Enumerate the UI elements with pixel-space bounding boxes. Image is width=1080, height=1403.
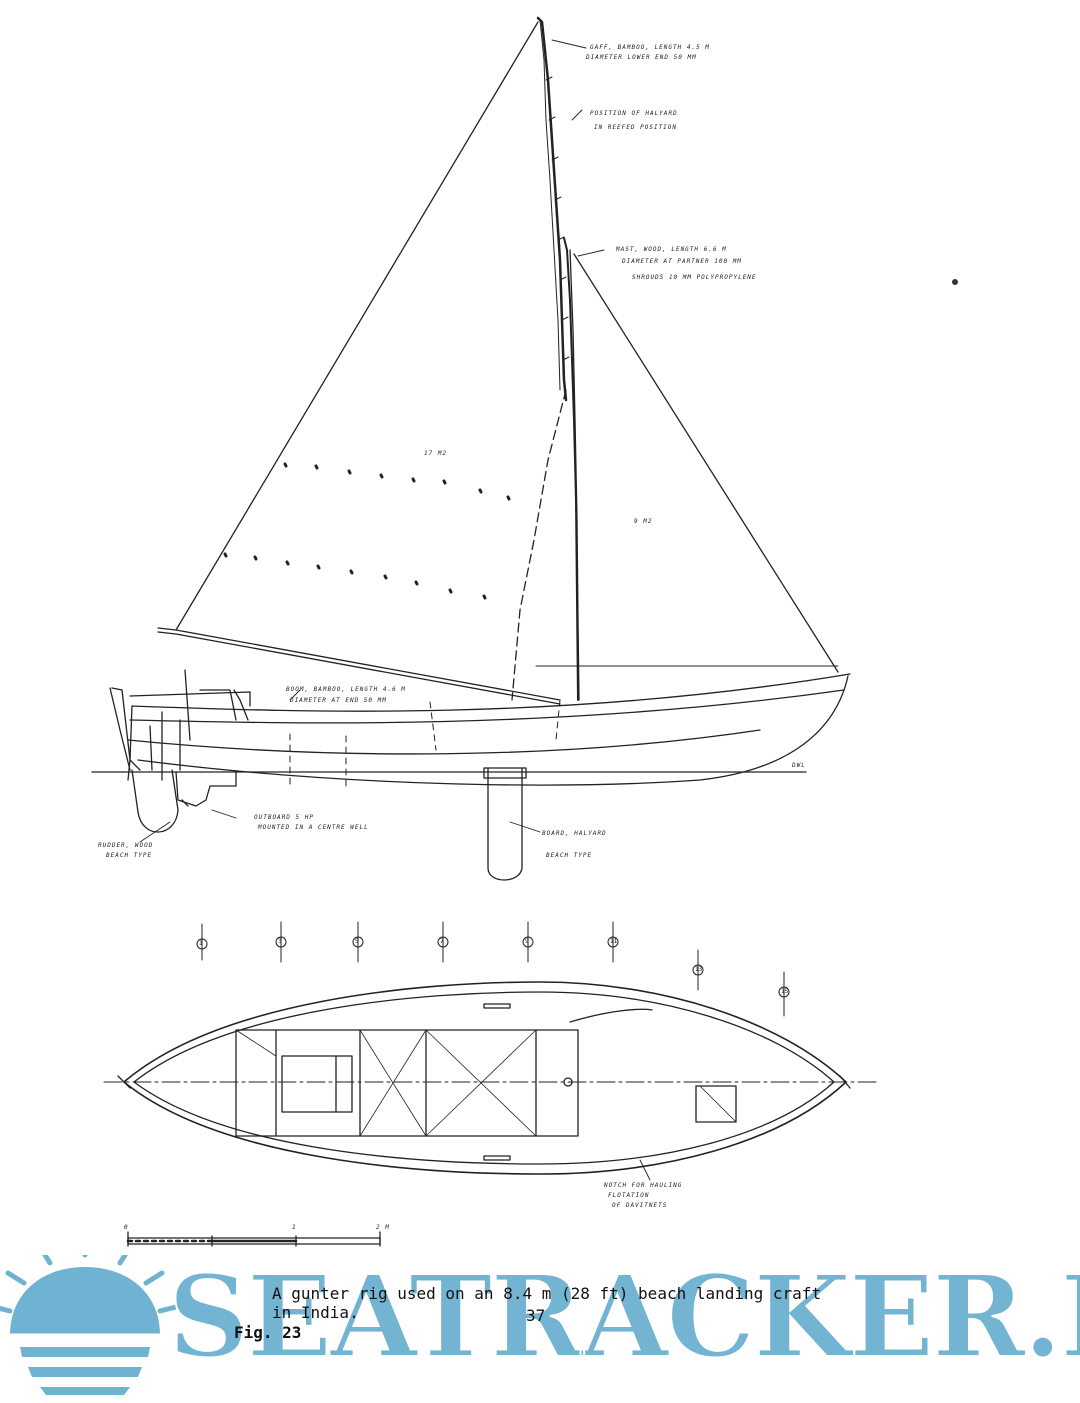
cockpit [235,1029,579,1137]
station-label: 7 [440,938,444,945]
gaff-label-2: DIAMETER LOWER END 50 MM [586,54,697,61]
figure-label: Fig. 23 [234,1323,302,1342]
caption-line-2: in India. [272,1303,359,1322]
outboard-label: OUTBOARD 5 HP [254,814,314,821]
flotation-label: NOTCH FOR HAULING [604,1182,683,1189]
station-label: 13 [695,966,703,973]
outboard-label-2: MOUNTED IN A CENTRE WELL [258,824,369,831]
reef-points-lower [223,552,487,600]
waterline-label: DWL [792,762,806,769]
station-label: 11 [610,938,618,945]
centreboard [487,767,523,881]
halyard-label: POSITION OF HALYARD [590,110,678,117]
sun-logo-icon [0,1255,179,1395]
centreboard-label-2: BEACH TYPE [546,852,593,859]
deck-plan-outline [123,981,847,1175]
station-label: 9 [525,938,529,945]
boom-label: BOOM, BAMBOO, LENGTH 4.6 M [286,686,406,693]
hull-sheer [131,673,851,712]
mainsail-luff [511,389,567,701]
mast-label-2: DIAMETER AT PARTNER 100 MM [622,258,742,265]
station-label: 15 [781,988,789,995]
gaff-label: GAFF, BAMBOO, LENGTH 4.5 M [590,44,710,51]
station-label: 1 [199,940,203,947]
mast-label-3: SHROUDS 10 MM POLYPROPYLENE [632,274,757,281]
page-number: 37 [526,1306,546,1325]
scale-label-start: 0 [124,1224,129,1231]
outboard-motor [175,771,237,807]
watermark-text: SEATRACKER.RU [167,1252,1080,1383]
rudder-label: RUDDER, WOOD [98,842,154,849]
scale-label-end: 2 M [376,1224,390,1231]
flotation-label-2: FLOTATION [608,1192,650,1199]
centreboard-label: BOARD, HALYARD [542,830,607,837]
scale-label-mid: 1 [292,1224,297,1231]
reef-points-upper [283,462,511,501]
mast [563,237,579,701]
jib-area-label: 9 M2 [634,518,653,525]
rudder [131,769,179,833]
station-marks [196,921,790,1017]
halyard-label-2: IN REEFED POSITION [594,124,678,131]
mainsail-leech [175,21,539,631]
main-area-label: 17 M2 [424,450,448,457]
flotation-label-3: OF DAVITNETS [612,1202,668,1209]
station-label: 3 [278,938,282,945]
boom [157,627,561,701]
hull-bottom [137,675,849,786]
rudder-label-2: BEACH TYPE [106,852,153,859]
jib-forestay [573,253,839,673]
station-label: 5 [355,938,359,945]
caption-line-1: A gunter rig used on an 8.4 m (28 ft) be… [272,1284,822,1303]
mast-label: MAST, WOOD, LENGTH 6.6 M [616,246,727,253]
boom-label-2: DIAMETER AT END 50 MM [290,697,387,704]
